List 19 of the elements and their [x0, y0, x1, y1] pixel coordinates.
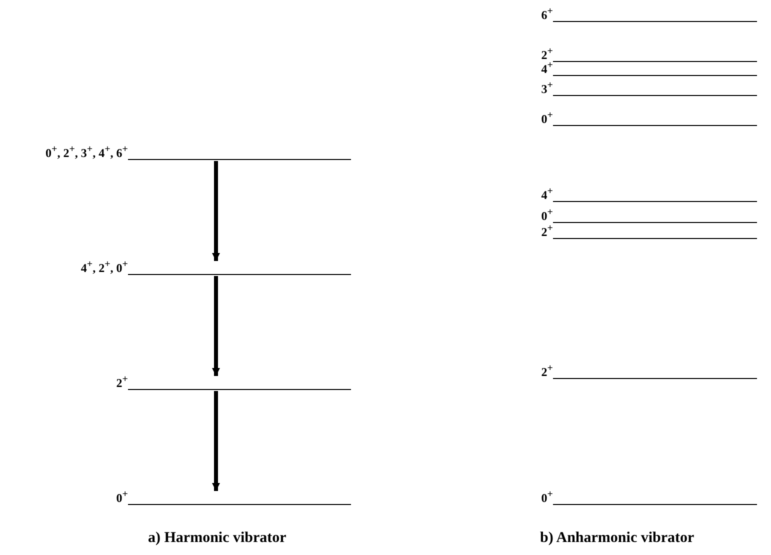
- transition-arrow: [212, 391, 220, 491]
- spin-label: 0$^{+}$, 2$^{+}$, 3$^{+}$, 4$^{+}$, 6$^{+}$: [44, 143, 128, 160]
- spin-label: 3$^{+}$: [540, 79, 553, 96]
- spin-label: 2$^{+}$: [540, 222, 553, 239]
- spin-label: 0$^{+}$: [115, 488, 128, 505]
- spin-label: 4$^{+}$, 2$^{+}$, 0$^{+}$: [80, 258, 128, 275]
- transition-arrow: [212, 161, 220, 261]
- spin-label: 4$^{+}$: [540, 185, 553, 202]
- spin-label: 0$^{+}$: [540, 109, 553, 126]
- spin-label: 2$^{+}$: [540, 45, 553, 62]
- spin-label: 2$^{+}$: [540, 362, 553, 379]
- panel-caption: a) Harmonic vibrator: [148, 530, 286, 547]
- panel-caption: b) Anharmonic vibrator: [540, 530, 694, 547]
- transition-arrow: [212, 276, 220, 376]
- spin-label: 6$^{+}$: [540, 5, 553, 22]
- spin-label: 0$^{+}$: [540, 488, 553, 505]
- spin-label: 0$^{+}$: [540, 206, 553, 223]
- spin-label: 4$^{+}$: [540, 59, 553, 76]
- spin-label: 2$^{+}$: [115, 373, 128, 390]
